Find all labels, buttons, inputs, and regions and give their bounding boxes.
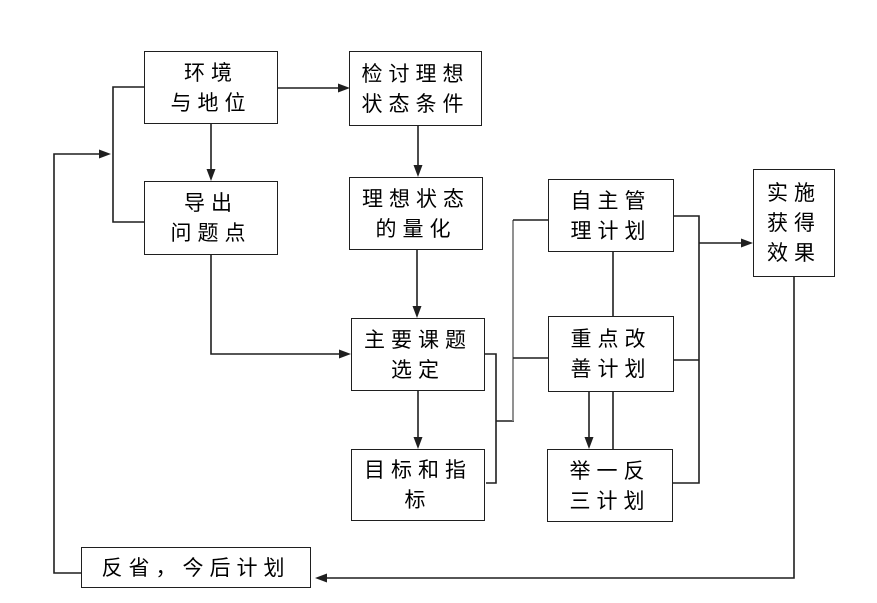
connector-derive-to-topic [210, 255, 339, 355]
node-quantify-ideal: 理想状态 的量化 [349, 177, 483, 250]
node-derive-problems: 导出 问题点 [144, 181, 278, 255]
connector-implementation-to-reflection [327, 277, 795, 579]
connector-reflection-loop [53, 153, 99, 574]
connector-plans-bus [673, 215, 700, 484]
node-review-ideal: 检讨理想 状态条件 [349, 51, 482, 126]
node-main-topic: 主要课题 选定 [351, 318, 485, 391]
arrowhead-review-to-quantify [413, 165, 423, 177]
node-environment: 环境 与地位 [144, 51, 278, 124]
node-implementation: 实施 获得 效果 [753, 169, 835, 277]
connector-left-bracket [112, 86, 144, 223]
connector-topic-goals-bracket [485, 353, 497, 484]
arrowhead-key-to-extrapolation [584, 437, 594, 449]
arrowhead-reflection-loop [99, 149, 111, 159]
arrowhead-environment-to-review [338, 83, 350, 93]
node-key-improvement: 重点改 善计划 [548, 316, 674, 392]
arrowhead-topic-to-goals [413, 437, 423, 449]
node-self-management: 自主管 理计划 [548, 179, 674, 252]
arrowhead-environment-to-derive [206, 169, 216, 181]
node-reflection: 反省，今后计划 [81, 547, 311, 588]
arrowhead-bus-to-implementation [741, 238, 753, 248]
arrowhead-implementation-to-reflection [315, 573, 327, 583]
node-goals-indicators: 目标和指 标 [351, 449, 485, 521]
arrowhead-quantify-to-topic [412, 306, 422, 318]
node-extrapolation: 举一反 三计划 [547, 449, 673, 522]
arrowhead-derive-to-topic [339, 349, 351, 359]
